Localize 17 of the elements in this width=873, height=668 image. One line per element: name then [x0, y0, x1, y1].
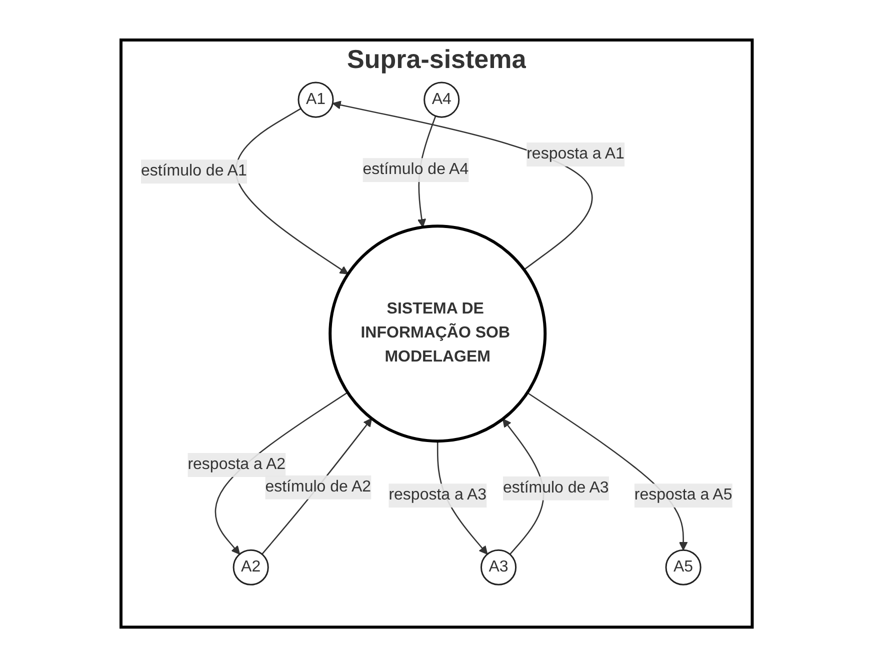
arrow — [332, 101, 593, 271]
edge-label: resposta a A5 — [634, 487, 732, 504]
edge-label: estímulo de A4 — [362, 162, 468, 179]
node-circle: SISTEMA DE INFORMAÇÃO SOB MODELAGEM — [328, 225, 546, 443]
edge-label: resposta a A1 — [526, 146, 624, 163]
node-circle: A5 — [665, 550, 702, 586]
edge-label: estímulo de A1 — [140, 163, 247, 180]
arrow — [261, 418, 372, 556]
edge-label: estímulo de A3 — [502, 480, 609, 497]
node-circle: A4 — [423, 82, 460, 118]
edge-label: estímulo de A2 — [265, 478, 371, 496]
node-circle: A1 — [298, 82, 334, 118]
edge-label: resposta a A2 — [188, 456, 286, 474]
edge-label: resposta a A3 — [388, 487, 486, 504]
arrow — [235, 108, 348, 275]
node-circle: A3 — [480, 550, 516, 586]
node-circle: A2 — [232, 550, 269, 586]
